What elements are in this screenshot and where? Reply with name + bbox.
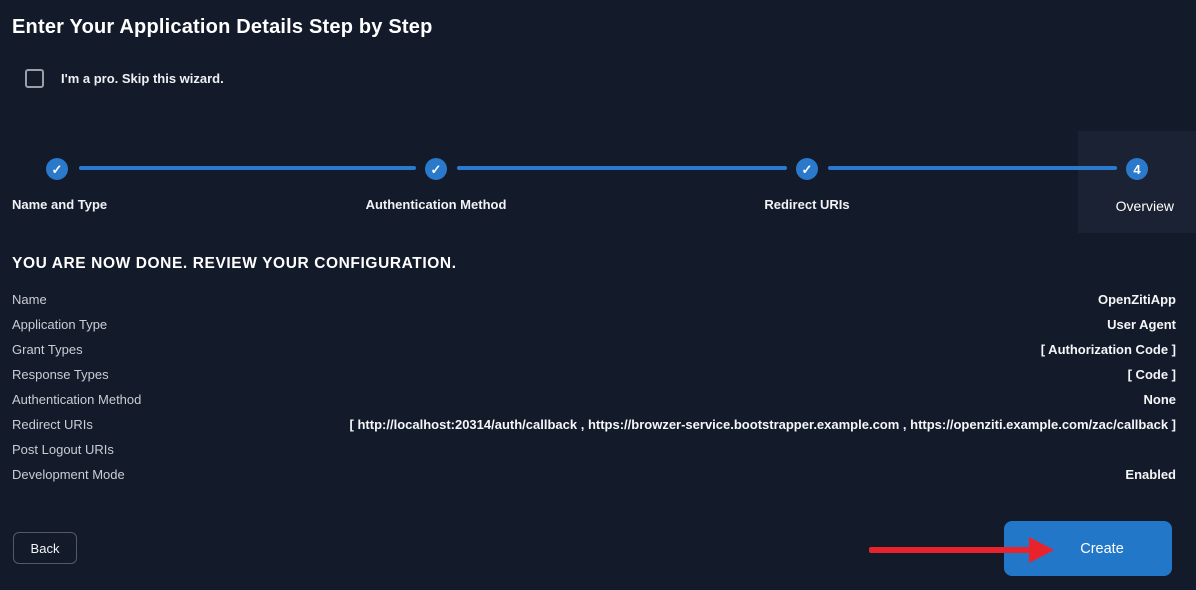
step-2-circle[interactable]: ✓ xyxy=(425,158,447,180)
row-label: Post Logout URIs xyxy=(12,442,114,457)
skip-wizard-checkbox[interactable] xyxy=(25,69,44,88)
step-1-circle[interactable]: ✓ xyxy=(46,158,68,180)
review-row-response-types: Response Types [ Code ] xyxy=(12,362,1176,387)
step-label-overview: Overview xyxy=(1115,198,1174,214)
stepper-connector xyxy=(457,166,787,170)
row-value: User Agent xyxy=(1107,317,1176,332)
row-value: Enabled xyxy=(1125,467,1176,482)
skip-wizard-row: I'm a pro. Skip this wizard. xyxy=(25,69,224,88)
row-label: Application Type xyxy=(12,317,108,332)
row-value: [ Code ] xyxy=(1127,367,1176,382)
page-title: Enter Your Application Details Step by S… xyxy=(12,16,433,38)
create-button[interactable]: Create xyxy=(1004,521,1172,576)
step-label-authentication-method: Authentication Method xyxy=(365,197,507,212)
review-rows: Name OpenZitiApp Application Type User A… xyxy=(12,287,1176,487)
row-label: Grant Types xyxy=(12,342,83,357)
review-row-post-logout-uris: Post Logout URIs xyxy=(12,437,1176,462)
review-row-redirect-uris: Redirect URIs [ http://localhost:20314/a… xyxy=(12,412,1176,437)
row-value: [ http://localhost:20314/auth/callback ,… xyxy=(349,417,1176,432)
step-label-name-and-type: Name and Type xyxy=(12,197,108,212)
create-button-label: Create xyxy=(1080,540,1124,557)
step-number: 4 xyxy=(1133,161,1141,177)
row-value: OpenZitiApp xyxy=(1098,292,1176,307)
row-label: Authentication Method xyxy=(12,392,142,407)
review-row-name: Name OpenZitiApp xyxy=(12,287,1176,312)
skip-wizard-label: I'm a pro. Skip this wizard. xyxy=(61,71,224,86)
stepper-connector xyxy=(828,166,1117,170)
check-icon: ✓ xyxy=(51,161,63,177)
check-icon: ✓ xyxy=(430,161,442,177)
row-label: Response Types xyxy=(12,367,109,382)
review-row-application-type: Application Type User Agent xyxy=(12,312,1176,337)
row-label: Redirect URIs xyxy=(12,417,93,432)
row-value: None xyxy=(1143,392,1177,407)
review-row-grant-types: Grant Types [ Authorization Code ] xyxy=(12,337,1176,362)
check-icon: ✓ xyxy=(801,161,813,177)
review-row-development-mode: Development Mode Enabled xyxy=(12,462,1176,487)
row-label: Name xyxy=(12,292,47,307)
review-heading: YOU ARE NOW DONE. REVIEW YOUR CONFIGURAT… xyxy=(12,255,457,272)
review-row-authentication-method: Authentication Method None xyxy=(12,387,1176,412)
step-label-redirect-uris: Redirect URIs xyxy=(764,197,850,212)
active-step-highlight xyxy=(1078,131,1196,233)
row-value: [ Authorization Code ] xyxy=(1040,342,1176,357)
row-label: Development Mode xyxy=(12,467,125,482)
back-button[interactable]: Back xyxy=(13,532,77,564)
stepper-connector xyxy=(79,166,416,170)
step-4-circle[interactable]: 4 xyxy=(1126,158,1148,180)
step-3-circle[interactable]: ✓ xyxy=(796,158,818,180)
